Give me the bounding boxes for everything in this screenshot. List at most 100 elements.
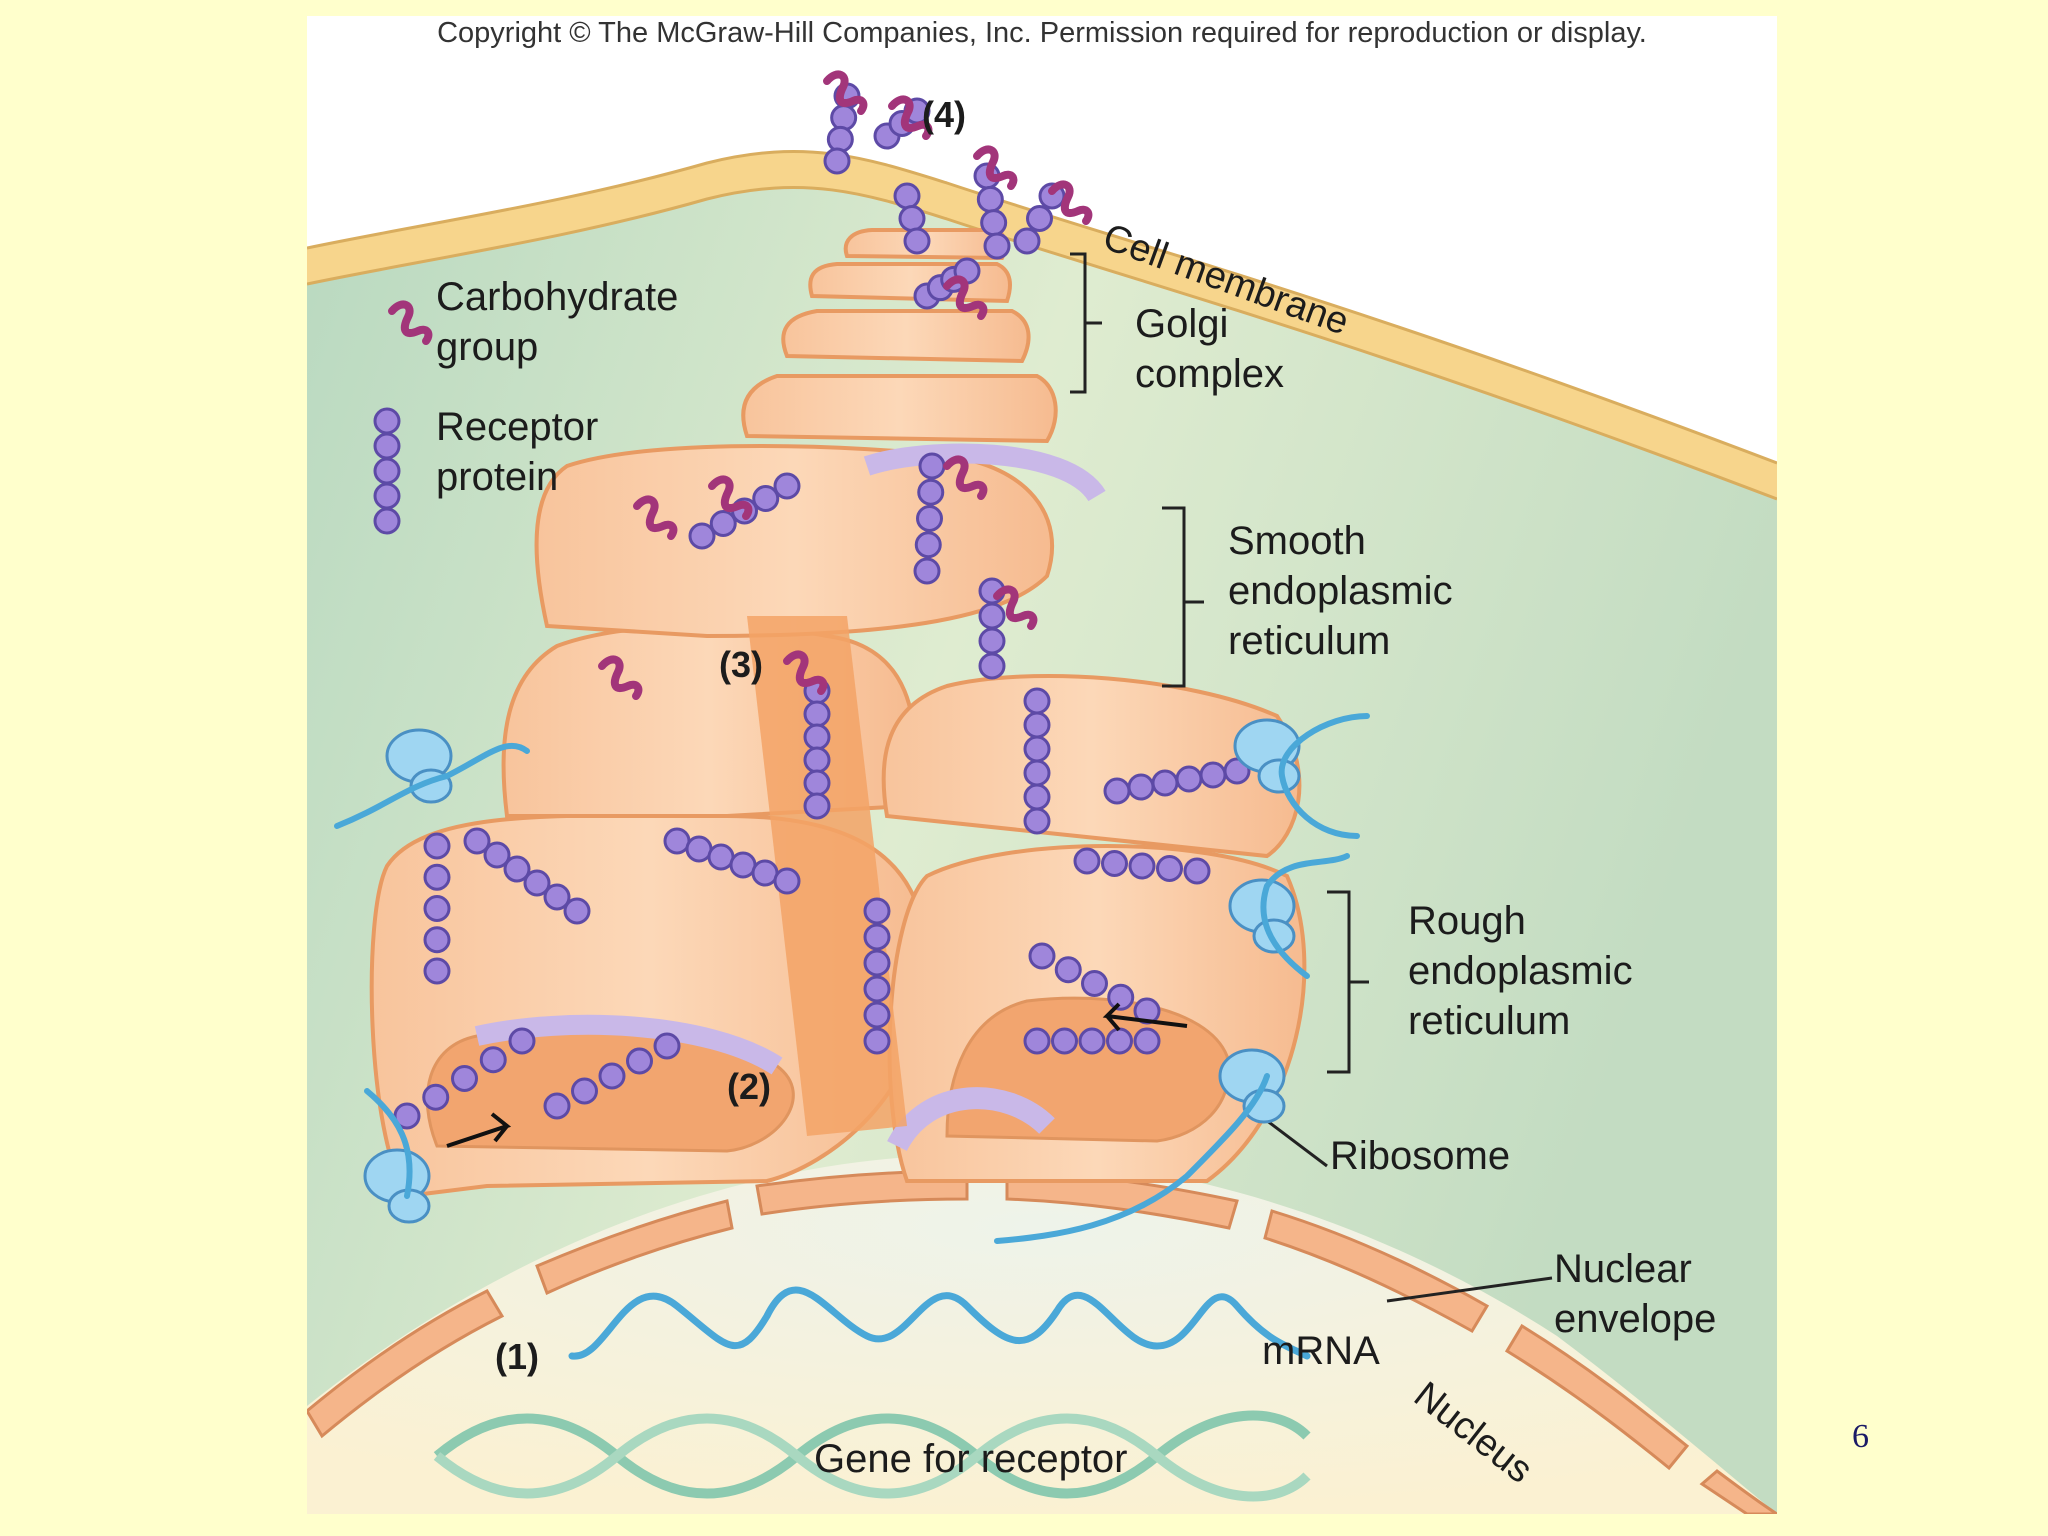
receptor-protein-bead: [373, 482, 401, 510]
receptor-protein-bead: [803, 746, 831, 774]
receptor-protein-bead: [976, 185, 1004, 213]
receptor-protein-bead: [1103, 777, 1131, 805]
step-4-label: (4): [922, 94, 966, 135]
golgi-bracket: [1070, 252, 1102, 394]
receptor-protein-bead: [1175, 765, 1203, 793]
ribosome-label: Ribosome: [1330, 1134, 1511, 1178]
smooth-er-bracket: [1162, 506, 1204, 688]
receptor-protein-bead: [503, 855, 531, 883]
receptor-protein-bead: [393, 1102, 421, 1130]
receptor-protein-bead: [1078, 1027, 1106, 1055]
ribosome-mrna-tail-4: [994, 1073, 1270, 1244]
receptor-protein-bead: [863, 1001, 891, 1029]
receptor-protein-bead: [1133, 1027, 1161, 1055]
receptor-protein-bead: [1054, 956, 1082, 984]
receptor-protein-bead: [1023, 1027, 1051, 1055]
receptor-protein-bead: [863, 897, 891, 925]
receptor-protein-bead: [423, 926, 451, 954]
receptor-protein-bead: [1128, 852, 1156, 880]
receptor-protein-bead: [978, 652, 1006, 680]
carbohydrate-group: [633, 495, 678, 540]
receptor-protein-bead: [893, 182, 921, 210]
slide-number: 6: [1852, 1418, 1869, 1455]
carbohydrate-group: [1048, 180, 1093, 225]
diagram-artwork: [307, 16, 1777, 1514]
receptor-protein-bead: [508, 1027, 536, 1055]
cell-membrane: [307, 152, 1777, 498]
carbohydrate-group: [823, 70, 868, 115]
receptor-protein-bead: [479, 1046, 507, 1074]
receptor-protein-bead: [663, 827, 691, 855]
cell-membrane-outer-edge: [307, 150, 1777, 465]
receptor-protein-bead: [978, 602, 1006, 630]
receptor-protein-bead: [914, 531, 942, 559]
gene-label: Gene for receptor: [814, 1437, 1128, 1481]
carbohydrate-group: [943, 275, 988, 320]
receptor-protein-bead: [1199, 761, 1227, 789]
receptor-protein-bead: [803, 769, 831, 797]
receptor-protein-bead: [803, 792, 831, 820]
receptor-protein-bead: [1023, 735, 1051, 763]
receptor-protein-bead: [373, 407, 401, 435]
receptor-protein-bead: [1013, 227, 1041, 255]
receptor-protein-bead: [1127, 773, 1155, 801]
nuclear-envelope-leader: [1386, 1276, 1553, 1303]
receptor-protein-bead: [423, 863, 451, 891]
carbohydrate-group: [388, 300, 433, 345]
receptor-protein-bead: [483, 841, 511, 869]
receptor-protein-bead: [423, 832, 451, 860]
rough-er-label: Rough endoplasmic reticulum: [1408, 899, 1633, 1043]
step-3-label: (3): [719, 644, 763, 685]
receptor-protein-bead: [563, 897, 591, 925]
receptor-protein-bead: [1023, 759, 1051, 787]
receptor-protein-bead: [1101, 850, 1128, 877]
receptor-protein-bead: [685, 835, 713, 863]
receptor-protein-bead: [863, 1027, 891, 1055]
nuclear-envelope-label: Nuclear envelope: [1554, 1247, 1717, 1341]
receptor-protein-bead: [626, 1047, 653, 1075]
receptor-protein-bead: [918, 452, 946, 480]
receptor-protein-bead: [1023, 783, 1051, 811]
receptor-protein-bead: [1107, 983, 1135, 1011]
receptor-protein-bead: [1081, 970, 1108, 997]
ribosome-mrna-tail-2: [1278, 713, 1370, 839]
carbohydrate-group: [993, 585, 1038, 630]
receptor-protein-bead: [543, 883, 571, 911]
carbohydrate-group: [888, 95, 933, 140]
receptor-protein-bead: [1023, 687, 1051, 715]
step-2-label: (2): [727, 1066, 771, 1107]
receptor-protein-bead: [830, 104, 858, 132]
dna-helix: [433, 1410, 1311, 1502]
receptor-label: Receptor protein: [436, 405, 599, 499]
carbohydrate-group: [598, 655, 643, 700]
direction-arrow: [1102, 1002, 1188, 1032]
receptor-protein-bead: [751, 859, 779, 887]
carbohydrate-group: [973, 145, 1018, 190]
receptor-protein-bead: [980, 209, 1008, 237]
receptor-protein-bead: [1106, 1027, 1133, 1055]
ribosome-mrna-tail-1: [334, 742, 530, 829]
receptor-protein-bead: [423, 895, 451, 922]
receptor-protein-bead: [373, 432, 401, 460]
receptor-protein-bead: [823, 147, 851, 175]
carbohydrate-label: Carbohydrate group: [436, 275, 679, 369]
receptor-protein-bead: [917, 478, 945, 506]
carbohydrate-group: [943, 455, 988, 500]
receptor-protein-bead: [1023, 711, 1051, 739]
direction-arrow: [446, 1112, 512, 1148]
receptor-protein-bead: [571, 1077, 598, 1105]
receptor-protein-bead: [803, 723, 831, 751]
receptor-protein-bead: [803, 700, 831, 728]
mrna-label: mRNA: [1262, 1329, 1380, 1373]
receptor-protein-bead: [543, 1092, 571, 1120]
rough-er-bracket: [1327, 890, 1369, 1074]
receptor-protein-bead: [653, 1032, 681, 1060]
receptor-protein-bead: [773, 867, 801, 895]
receptor-protein-bead: [1156, 855, 1183, 882]
receptor-protein-bead: [913, 557, 941, 585]
receptor-protein-bead: [1028, 942, 1056, 970]
mrna-strand: [568, 1286, 1311, 1360]
receptor-protein-bead: [898, 205, 926, 232]
receptor-protein-bead: [707, 843, 735, 871]
receptor-protein-bead: [373, 507, 401, 535]
